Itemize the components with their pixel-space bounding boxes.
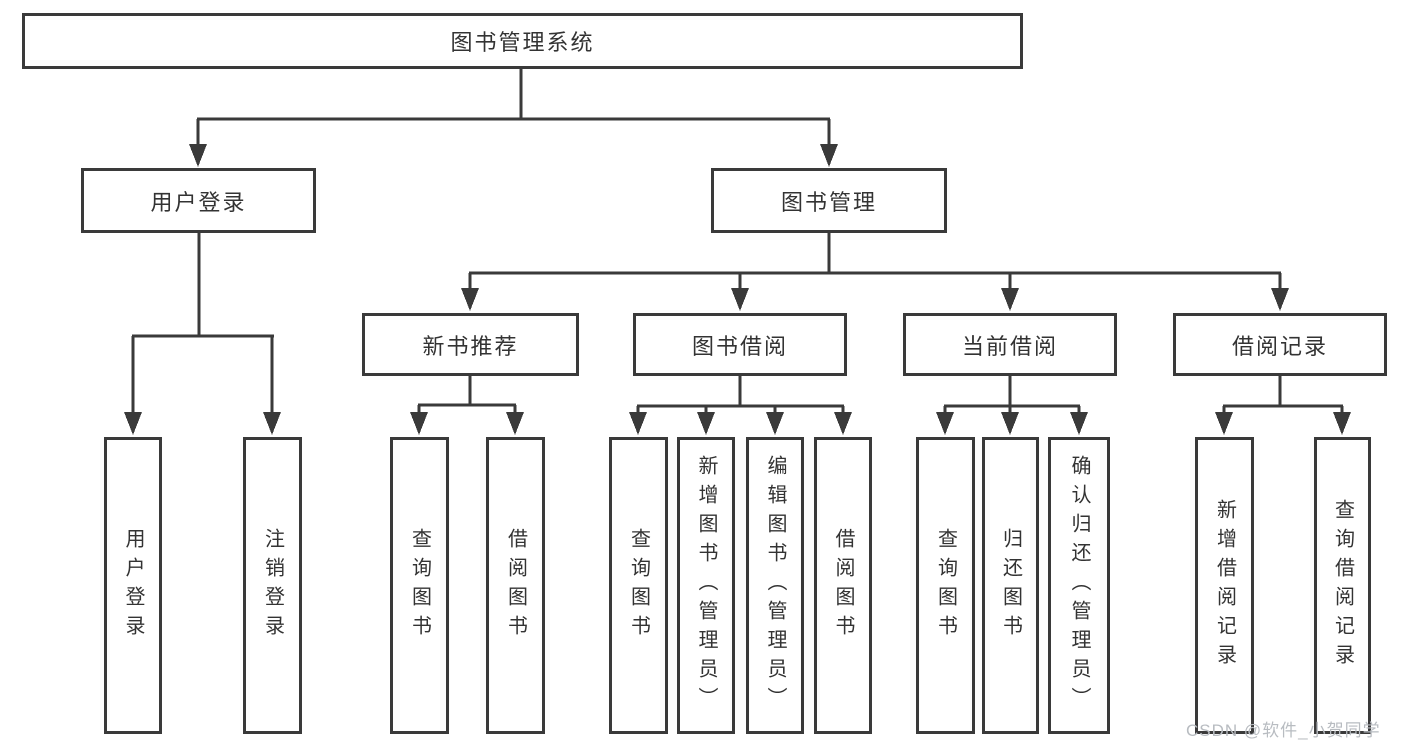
arrowhead-icon	[461, 288, 479, 311]
arrowhead-icon	[410, 412, 428, 435]
node-edit-books-admin: 编辑图书（管理员）	[746, 437, 804, 734]
arrowhead-icon	[766, 412, 784, 435]
arrowhead-icon	[820, 144, 838, 167]
watermark-text: CSDN @软件_小贺同学	[1186, 721, 1381, 740]
arrowhead-icon	[1271, 288, 1289, 311]
node-query-books-current: 查询图书	[916, 437, 975, 734]
arrowhead-icon	[189, 144, 207, 167]
node-query-books-recommend: 查询图书	[390, 437, 449, 734]
arrowhead-icon	[1001, 288, 1019, 311]
node-borrow-records: 借阅记录	[1173, 313, 1387, 376]
node-current-borrow: 当前借阅	[903, 313, 1117, 376]
arrowhead-icon	[731, 288, 749, 311]
arrowhead-icon	[1001, 412, 1019, 435]
arrowhead-icon	[697, 412, 715, 435]
arrowhead-icon	[1333, 412, 1351, 435]
node-book-management: 图书管理	[711, 168, 947, 233]
arrowhead-icon	[834, 412, 852, 435]
node-add-books-admin: 新增图书（管理员）	[677, 437, 735, 734]
node-return-books: 归还图书	[982, 437, 1039, 734]
node-book-borrow: 图书借阅	[633, 313, 847, 376]
arrowhead-icon	[1215, 412, 1233, 435]
node-new-book-recommend: 新书推荐	[362, 313, 579, 376]
arrowhead-icon	[263, 412, 281, 435]
node-user-login-op: 用户登录	[104, 437, 162, 734]
node-query-borrow-record: 查询借阅记录	[1314, 437, 1371, 734]
node-borrow-books-op: 借阅图书	[814, 437, 872, 734]
node-borrow-books-recommend: 借阅图书	[486, 437, 545, 734]
arrowhead-icon	[506, 412, 524, 435]
arrowhead-icon	[936, 412, 954, 435]
arrowhead-icon	[1070, 412, 1088, 435]
node-root: 图书管理系统	[22, 13, 1023, 69]
node-user-login: 用户登录	[81, 168, 316, 233]
node-logout-op: 注销登录	[243, 437, 302, 734]
node-confirm-return-admin: 确认归还（管理员）	[1048, 437, 1110, 734]
arrowhead-icon	[629, 412, 647, 435]
node-add-borrow-record: 新增借阅记录	[1195, 437, 1254, 734]
node-query-books-borrow: 查询图书	[609, 437, 668, 734]
arrowhead-icon	[124, 412, 142, 435]
